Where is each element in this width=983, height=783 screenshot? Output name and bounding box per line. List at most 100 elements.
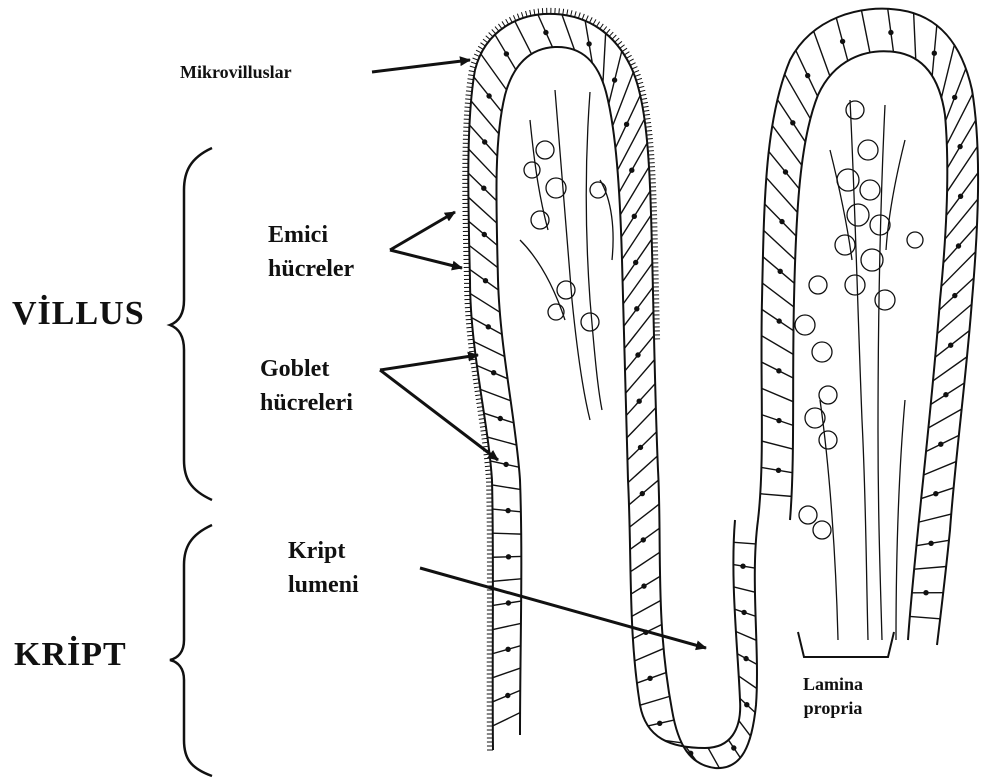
microvillus [517, 14, 519, 20]
microvillus [469, 71, 475, 72]
cell-border [469, 245, 498, 267]
microvillus [643, 106, 649, 107]
cell-border [468, 197, 496, 223]
cell-nucleus [958, 145, 962, 149]
microvillus [600, 24, 603, 29]
microvillus [513, 15, 515, 21]
absorptive-cells-line-2: hücreler [268, 256, 354, 282]
cell-border [471, 101, 499, 134]
microvillus [596, 22, 599, 27]
microvillus [484, 458, 490, 459]
microvillus [473, 383, 479, 384]
cell-nucleus [648, 676, 652, 680]
microvillus [471, 363, 477, 364]
cell-border [515, 21, 532, 54]
cell-border [924, 462, 957, 475]
microvillus [472, 371, 478, 372]
goblet-cells-line-1: Goblet [260, 356, 353, 382]
microvillus [647, 143, 653, 144]
cell-nucleus [507, 555, 511, 559]
microvillus [626, 55, 631, 58]
crypt-lumen-line-1: Kript [288, 538, 359, 564]
cell-nucleus [957, 244, 961, 248]
crypt-lumen-arrow [420, 568, 706, 648]
microvillus [612, 35, 616, 39]
cell-border [615, 95, 640, 148]
microvillus [473, 58, 479, 60]
annotation-arrows [372, 60, 706, 648]
microvilli-label: Mikrovilluslar [180, 63, 292, 83]
villus-brace [170, 148, 212, 500]
microvillus [468, 75, 474, 76]
microvillus [603, 27, 607, 32]
cell-nucleus [634, 261, 638, 265]
absorptive-arrow-2 [390, 250, 462, 268]
microvillus [609, 32, 613, 36]
cell-border [487, 437, 516, 445]
microvillus [645, 118, 651, 119]
cell-nucleus [953, 294, 957, 298]
cell-nucleus [544, 31, 548, 35]
cell-border [640, 696, 670, 705]
crypt-lumen-line-2: lumeni [288, 572, 359, 598]
microvillus [582, 14, 584, 20]
cell-nucleus [777, 369, 781, 373]
cell-nucleus [486, 325, 490, 329]
goblet-arrow-1 [380, 355, 478, 370]
villus-label: VİLLUS [12, 295, 145, 332]
cell-border [632, 600, 661, 616]
microvillus [476, 50, 481, 53]
cell-nucleus [640, 492, 644, 496]
microvillus [538, 9, 539, 15]
microvillus [622, 48, 627, 51]
cell-nucleus [504, 462, 508, 466]
microvillus [647, 139, 653, 140]
cell-border [947, 94, 973, 145]
microvillus [646, 135, 652, 136]
cell-border [941, 45, 954, 98]
microvillus [474, 387, 480, 388]
cell-nucleus [492, 371, 496, 375]
microvillus [498, 24, 502, 29]
cell-border [630, 504, 660, 527]
microvillus [589, 17, 592, 22]
lamina-propria-label: Lamina propria [803, 672, 863, 721]
cell-border [620, 167, 649, 215]
microvillus [483, 39, 488, 43]
microvillus [635, 74, 641, 76]
goblet-cells-label: Goblet hücreleri [260, 356, 353, 417]
cell-nucleus [630, 168, 634, 172]
cell-border [914, 13, 916, 59]
microvillus [615, 38, 620, 42]
cell-border [493, 623, 521, 629]
cell-border [493, 668, 521, 678]
cell-nucleus [506, 647, 510, 651]
cell-border [762, 441, 793, 449]
cell-nucleus [806, 74, 810, 78]
cell-border [618, 119, 645, 170]
cell-nucleus [587, 42, 591, 46]
cell-nucleus [639, 445, 643, 449]
cell-border [628, 456, 657, 483]
crypt-lumen-label: Kript lumeni [288, 538, 359, 599]
cell-border [947, 146, 977, 192]
cell-nucleus [744, 657, 748, 661]
microvillus [466, 327, 472, 328]
right-villus [758, 9, 978, 645]
cell-border [492, 485, 520, 490]
cell-nucleus [742, 610, 746, 614]
cell-border [470, 294, 500, 313]
cell-border [910, 616, 940, 618]
cell-border [622, 215, 651, 259]
microvillus [639, 90, 645, 91]
microvillus [466, 91, 472, 92]
microvillus [485, 466, 491, 467]
cell-nucleus [780, 220, 784, 224]
microvillus [470, 66, 476, 68]
cell-nucleus [487, 94, 491, 98]
cell-border [469, 149, 497, 178]
cell-border [493, 533, 521, 534]
microvillus [473, 379, 479, 380]
cell-nucleus [924, 591, 928, 595]
cell-border [734, 587, 755, 592]
